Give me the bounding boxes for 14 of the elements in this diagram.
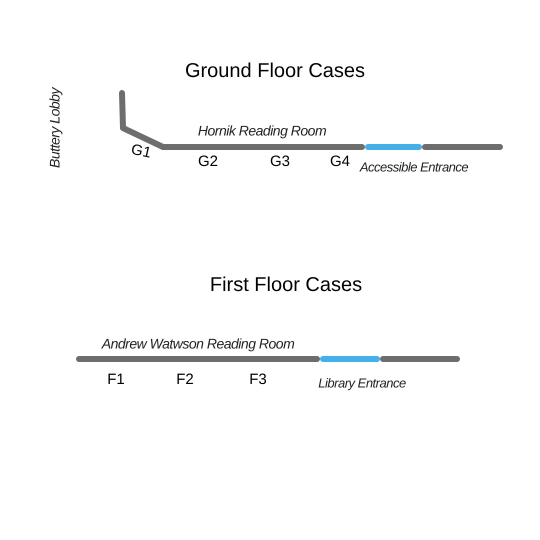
room-label: Hornik Reading Room — [198, 122, 326, 140]
case-label: G2 — [198, 152, 218, 172]
entrance-label: Accessible Entrance — [360, 158, 468, 176]
room-label: Buttery Lobby — [46, 88, 64, 168]
case-label: F3 — [249, 370, 267, 390]
case-label: G1 — [128, 140, 154, 164]
case-label: G3 — [270, 152, 290, 172]
room-label: Andrew Watwson Reading Room — [102, 334, 294, 354]
section-heading: First Floor Cases — [210, 273, 362, 298]
case-label: F1 — [107, 370, 125, 390]
section-heading: Ground Floor Cases — [184, 59, 366, 84]
case-label: F2 — [176, 370, 194, 390]
entrance-label: Library Entrance — [318, 374, 406, 392]
case-label: G4 — [330, 152, 350, 172]
